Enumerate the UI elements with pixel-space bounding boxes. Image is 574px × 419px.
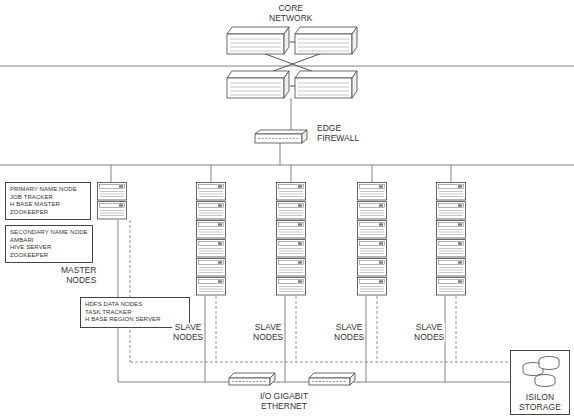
group-label: SLAVE NODES — [333, 323, 365, 342]
server-unit — [197, 221, 226, 239]
device-label: EDGE FIREWALL — [316, 124, 360, 143]
server-unit — [197, 278, 226, 296]
bus-lines — [0, 66, 574, 382]
role-box: PRIMARY NAME NODEJOB TRACKERH BASE MASTE… — [5, 182, 91, 220]
node-text: SECONDARY NAME NODE — [10, 229, 88, 237]
server-unit — [437, 240, 466, 258]
node-text: H BASE MASTER — [10, 201, 86, 209]
server-unit — [437, 278, 466, 296]
storage-box: ISILON STORAGE — [510, 350, 570, 415]
node-text: H BASE REGION SERVER — [85, 316, 185, 324]
edge-firewall-device — [255, 130, 307, 143]
server-unit — [437, 221, 466, 239]
server-unit — [358, 221, 387, 239]
storage-links — [130, 220, 510, 362]
server-unit — [197, 202, 226, 220]
server-unit — [358, 240, 387, 258]
group-label: SLAVE NODES — [413, 323, 445, 342]
node-text: TASK TRACKER — [85, 309, 185, 317]
server-unit — [277, 278, 306, 296]
server-unit — [277, 183, 306, 201]
server-unit — [437, 202, 466, 220]
node-text: ZOOKEEPER — [10, 252, 88, 260]
network-label: I/O GIGABIT ETHERNET — [243, 392, 325, 411]
group-label: SLAVE NODES — [172, 323, 204, 342]
node-text: HDFS DATA NODES — [85, 301, 185, 309]
server-unit — [358, 278, 387, 296]
node-text: AMBARI — [10, 237, 88, 245]
server-unit — [197, 259, 226, 277]
server-unit — [277, 259, 306, 277]
server-unit — [358, 259, 387, 277]
server-unit — [197, 240, 226, 258]
network-label: CORE NETWORK — [268, 4, 313, 23]
role-box: SECONDARY NAME NODEAMBARIHIVE SERVERZOOK… — [5, 225, 93, 263]
server-unit — [358, 202, 387, 220]
server-racks — [98, 183, 466, 296]
isilon-disks — [523, 357, 559, 387]
server-unit — [197, 183, 226, 201]
node-text: JOB TRACKER — [10, 194, 86, 202]
server-unit — [358, 183, 387, 201]
group-label: SLAVE NODES — [252, 323, 284, 342]
server-unit — [437, 259, 466, 277]
node-text: HIVE SERVER — [10, 244, 88, 252]
node-text: ZOOKEEPER — [10, 209, 86, 217]
group-label: MASTER NODES — [60, 266, 97, 285]
server-unit — [437, 183, 466, 201]
node-text: PRIMARY NAME NODE — [10, 186, 86, 194]
core-routers — [227, 27, 357, 98]
node-text: ISILON STORAGE — [519, 393, 561, 412]
io-switches — [229, 373, 355, 385]
server-unit — [277, 221, 306, 239]
server-unit — [277, 202, 306, 220]
server-unit — [277, 240, 306, 258]
